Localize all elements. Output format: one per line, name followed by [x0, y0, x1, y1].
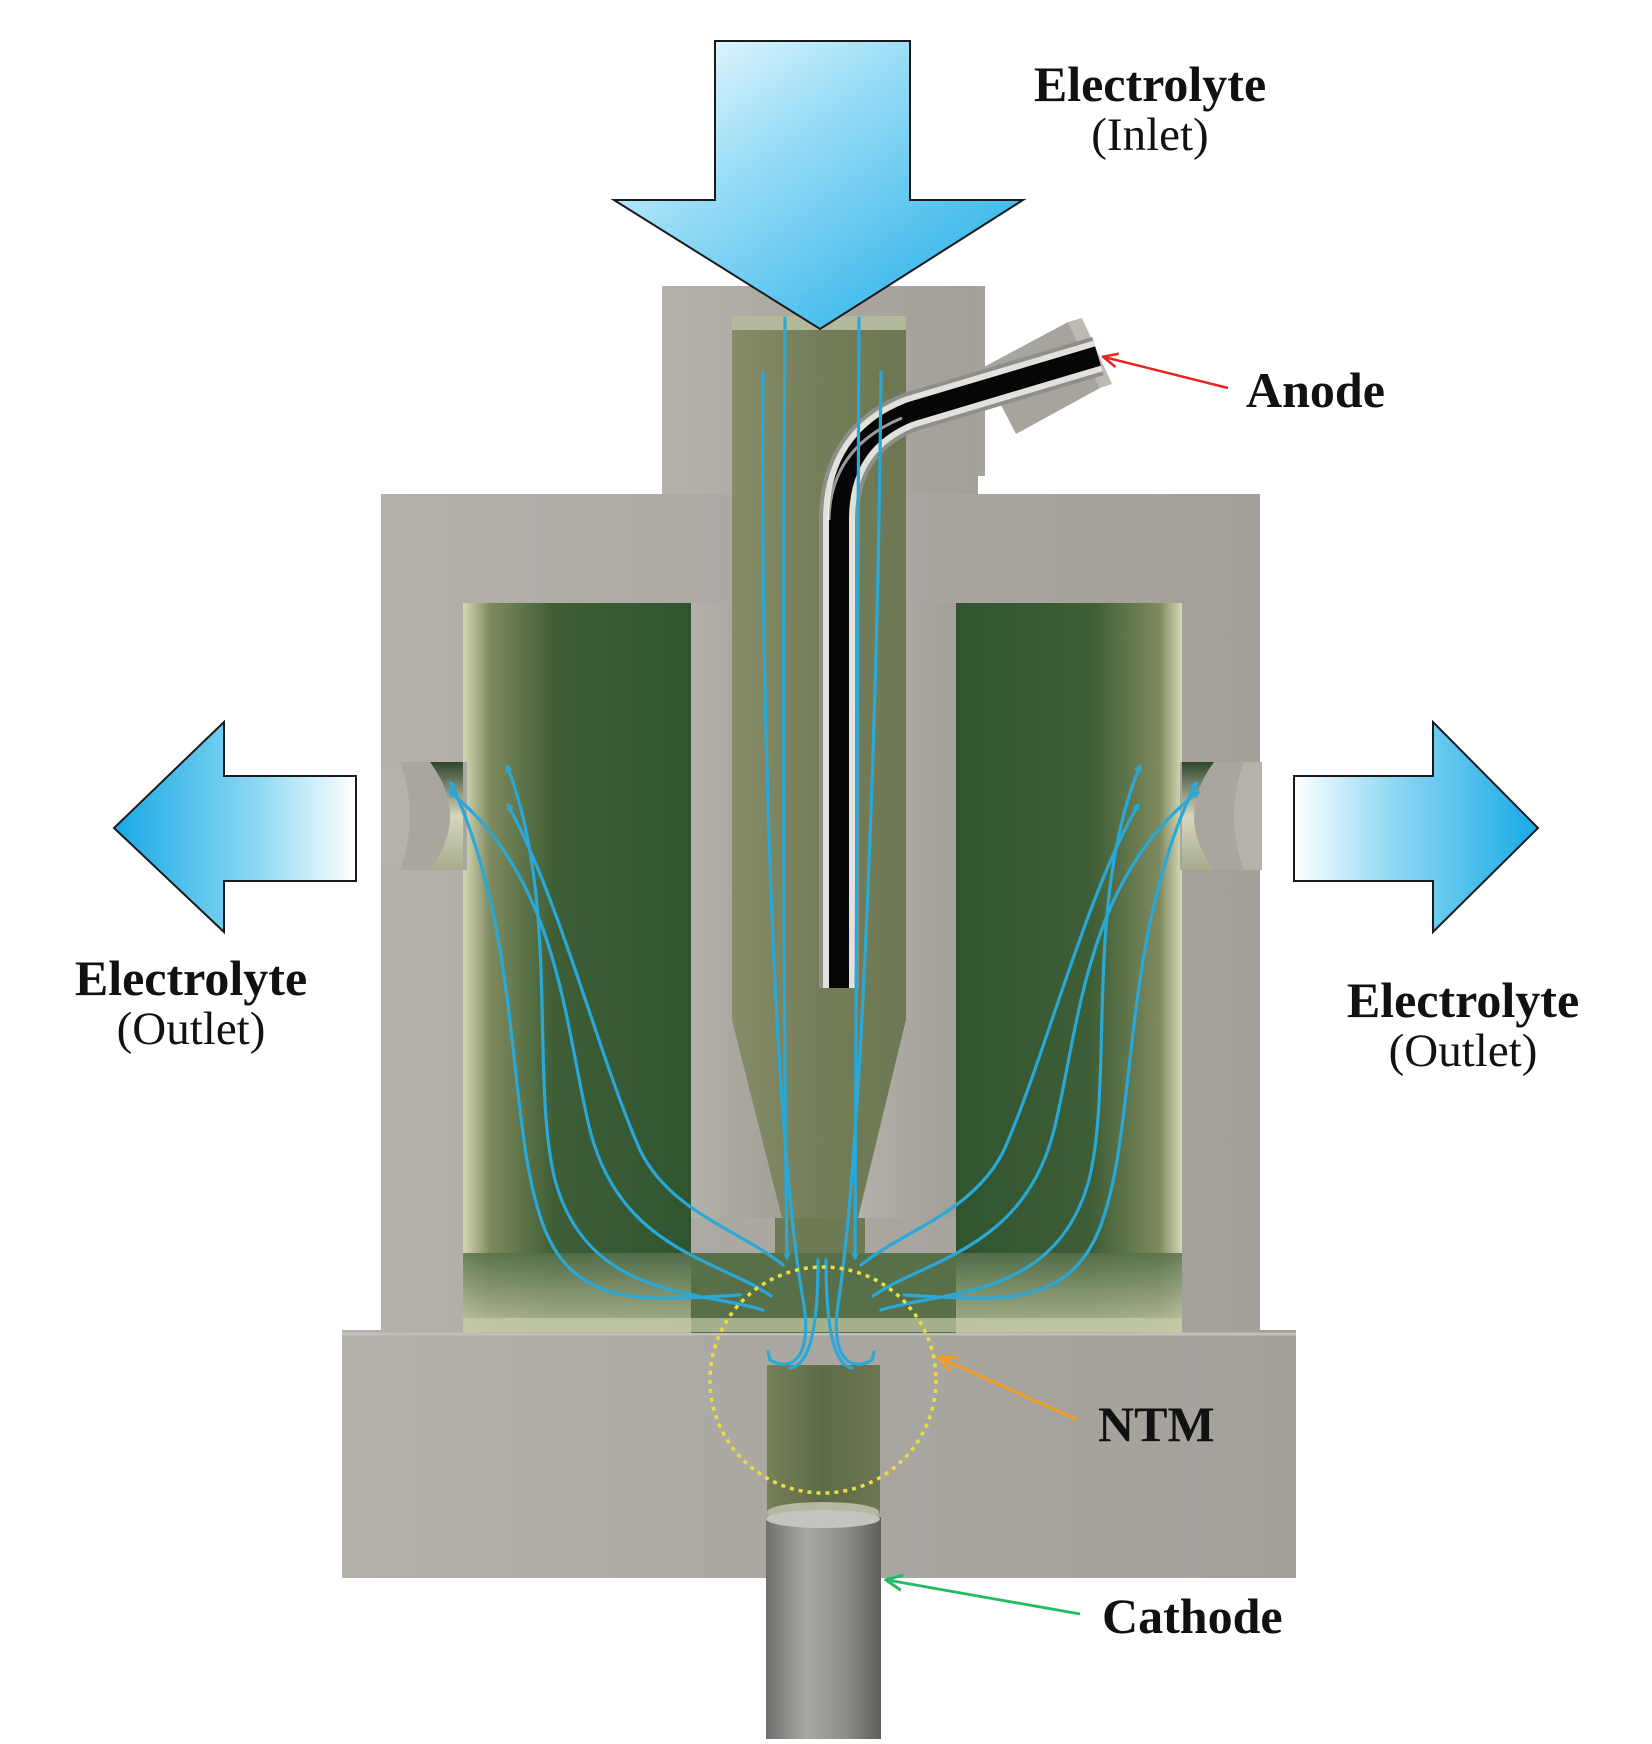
- outlet-right-label-title: Electrolyte: [1346, 972, 1580, 1028]
- ntm-label: NTM: [1098, 1398, 1278, 1451]
- flow-line-left-3: [507, 766, 765, 1312]
- inner-wall-left: [691, 603, 782, 1218]
- flow-line-right-4: [902, 783, 1198, 1300]
- outlet-right-label-sub: (Outlet): [1388, 1024, 1538, 1077]
- inner-wall-right: [858, 603, 956, 1218]
- cathode-label-text: Cathode: [1102, 1588, 1283, 1644]
- inlet-label: Electrolyte (Inlet): [985, 58, 1315, 160]
- ntm-label-text: NTM: [1098, 1396, 1215, 1452]
- right-outlet-port: [1180, 762, 1262, 870]
- cathode-label: Cathode: [1102, 1590, 1362, 1643]
- left-outlet-port: [381, 762, 467, 870]
- cathode-pointer: [887, 1580, 1081, 1616]
- inlet-arrow: [610, 40, 1027, 331]
- outlet-right-label: Electrolyte (Outlet): [1298, 974, 1628, 1076]
- outlet-arrow-left: [112, 719, 357, 935]
- flow-streamlines: [449, 316, 1198, 1370]
- flow-line-left-2: [450, 792, 773, 1298]
- anode-label-text: Anode: [1246, 362, 1385, 418]
- flow-line-center-3: [761, 370, 808, 1366]
- flow-line-left-4: [449, 783, 742, 1300]
- anode-label: Anode: [1246, 364, 1446, 417]
- outlet-left-label-sub: (Outlet): [116, 1002, 266, 1055]
- chamber-floor-lip: [463, 1318, 1182, 1332]
- outlet-left-label-title: Electrolyte: [74, 950, 308, 1006]
- outlet-arrow-right: [1293, 719, 1540, 935]
- cathode-top-face: [766, 1510, 880, 1528]
- ntm-highlight-circle: [708, 1265, 938, 1495]
- flow-line-right-2: [871, 790, 1198, 1298]
- ntm-channel: [767, 1365, 880, 1513]
- flow-line-left-1: [506, 805, 785, 1267]
- anode-pointer: [1104, 357, 1229, 390]
- flow-line-right-1: [859, 805, 1140, 1267]
- cathode-rod: [766, 1517, 881, 1739]
- inlet-label-title: Electrolyte: [1033, 56, 1267, 112]
- outlet-left-label: Electrolyte (Outlet): [26, 952, 356, 1054]
- left-chamber: [463, 603, 691, 1333]
- flow-line-center-4: [834, 370, 883, 1366]
- inlet-label-sub: (Inlet): [1091, 108, 1209, 161]
- ntm-pointer: [940, 1358, 1079, 1422]
- flow-line-right-3: [879, 766, 1140, 1312]
